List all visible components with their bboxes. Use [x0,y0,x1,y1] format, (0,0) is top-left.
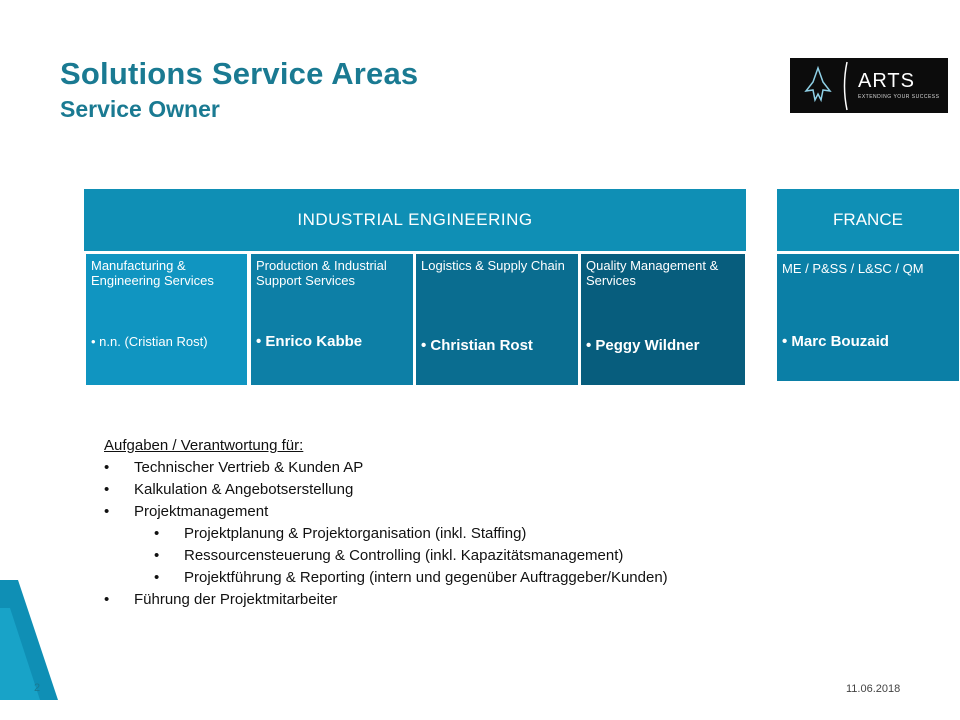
list-subitem: • Ressourcensteuerung & Controlling (ink… [104,545,623,567]
list-item: • Kalkulation & Angebotserstellung [104,479,353,501]
bullet: • [154,547,160,564]
service-area-manufacturing: Manufacturing & Engineering Services • n… [86,254,247,385]
list-item-text: Projektmanagement [134,503,269,520]
service-area-label: Logistics & Supply Chain [421,258,565,273]
logo-tagline: EXTENDING YOUR SUCCESS [858,94,940,100]
service-area-france: ME / P&SS / L&SC / QM • Marc Bouzaid [777,254,959,381]
logo-name: ARTS [858,70,915,92]
slide-subtitle: Service Owner [60,96,220,122]
list-item: • Führung der Projektmitarbeiter [104,589,337,611]
service-area-label: ME / P&SS / L&SC / QM [782,261,924,276]
page-number: 2 [34,682,41,694]
bullet: • [104,459,110,476]
bullet: • [104,481,110,498]
list-item-text: Führung der Projektmitarbeiter [134,591,338,608]
list-subitem: • Projektplanung & Projektorganisation (… [104,523,526,545]
list-item-text: Kalkulation & Angebotserstellung [134,481,354,498]
bullet: • [104,503,110,520]
list-subitem-text: Projektführung & Reporting (intern und g… [184,569,668,586]
corner-decoration [0,580,58,700]
service-owner: • n.n. (Cristian Rost) [91,334,208,349]
responsibilities-heading: Aufgaben / Verantwortung für: [104,437,304,454]
bullet: • [104,591,110,608]
service-area-label: Quality Management & Services [586,258,719,288]
france-title: FRANCE [833,210,903,229]
list-item: • Technischer Vertrieb & Kunden AP [104,457,363,479]
list-subitem: • Projektführung & Reporting (intern und… [104,567,668,589]
list-subitem-text: Ressourcensteuerung & Controlling (inkl.… [184,547,624,564]
service-owner: • Marc Bouzaid [782,333,889,350]
rocket-icon [804,61,848,111]
industrial-engineering-header: INDUSTRIAL ENGINEERING [84,189,746,251]
service-area-label: Production & Industrial Support Services [256,258,387,288]
slide-title: Solutions Service Areas [60,56,419,91]
bullet: • [154,569,160,586]
service-area-quality: Quality Management & Services • Peggy Wi… [581,254,745,385]
industrial-engineering-title: INDUSTRIAL ENGINEERING [297,210,533,229]
list-item: • Projektmanagement [104,501,303,523]
slide-date: 11.06.2018 [846,683,901,695]
service-area-label: Manufacturing & Engineering Services [91,258,214,288]
list-subitem-text: Projektplanung & Projektorganisation (in… [184,525,527,542]
service-area-logistics: Logistics & Supply Chain • Christian Ros… [416,254,578,385]
bullet: • [154,525,160,542]
service-area-production: Production & Industrial Support Services… [251,254,413,385]
service-owner: • Peggy Wildner [586,337,700,354]
responsibilities-list: Aufgaben / Verantwortung für: • Technisc… [104,435,668,611]
list-item-text: Technischer Vertrieb & Kunden AP [134,459,364,476]
service-owner: • Enrico Kabbe [256,333,363,350]
company-logo: ARTS EXTENDING YOUR SUCCESS [790,58,948,113]
service-owner: • Christian Rost [421,337,533,354]
france-header: FRANCE [777,189,959,251]
